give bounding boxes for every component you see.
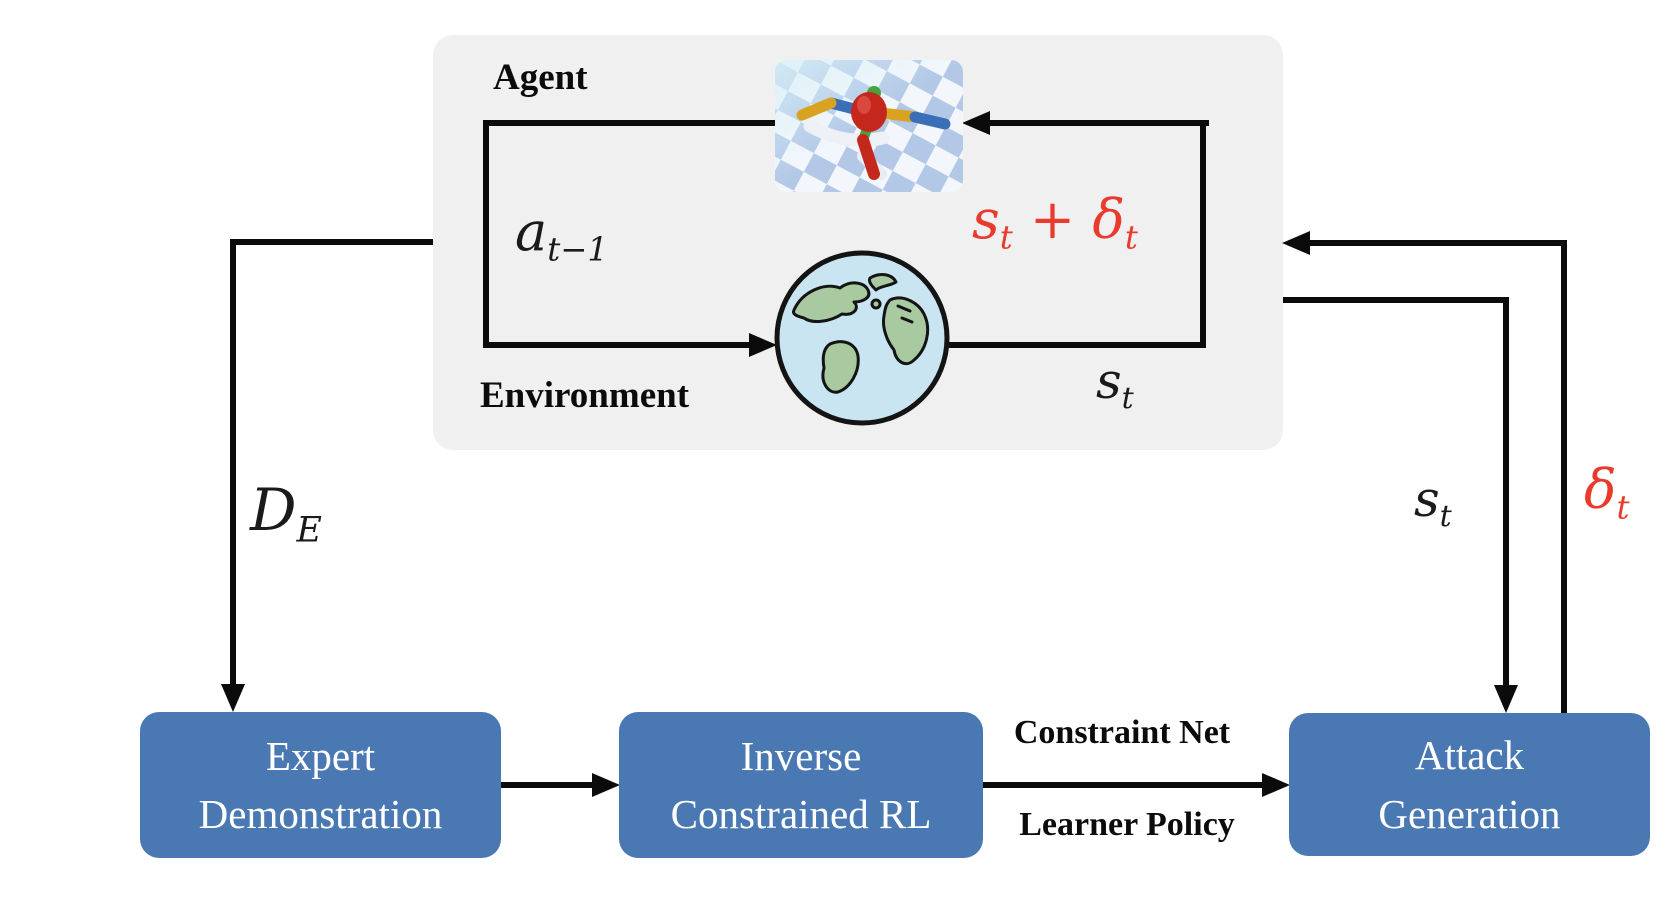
action-label: at−1 [515,200,608,269]
state-out-label: st [1414,470,1452,534]
delta-feedback-base: δ [1584,458,1617,521]
perturbed-state-label: st + δt [972,188,1138,257]
state-out-subscript: t [1439,498,1452,534]
constraint-net-label: Constraint Net [1013,714,1231,751]
perturbed-state-plus: + [1012,188,1093,251]
ant-robot-image [775,60,963,192]
state-out-base: s [1414,470,1440,528]
expert-data-arrowhead [221,684,245,712]
state-out-vertical-line [1503,297,1509,688]
learner-policy-label: Learner Policy [1019,806,1235,843]
delta-feedback-arrowhead [1282,231,1310,255]
expert-data-horizontal-line [230,239,433,245]
loop-arrowhead-into-agent [962,111,990,135]
perturbed-state-delta: δ [1092,188,1125,251]
inverse-constrained-rl-line2: Constrained RL [670,791,932,837]
expert-demonstration-box: Expert Demonstration [140,712,501,858]
expert-data-subscript: E [296,510,322,551]
loop-arrowhead-into-environment [749,333,777,357]
perturbed-state-s: s [972,188,1000,251]
action-subscript: t−1 [547,230,608,269]
environment-label: Environment [480,375,690,416]
expert-demonstration-line2: Demonstration [198,791,443,837]
delta-feedback-vertical-line [1561,240,1567,714]
state-inner-label: st [1096,352,1134,416]
state-out-horizontal-line [1283,297,1509,303]
earth-globe-icon [772,248,952,428]
expert-demonstration-line1: Expert [265,732,376,779]
loop-top-right-line [988,120,1209,126]
expert-to-icrl-line [501,782,593,788]
perturbed-state-s-subscript: t [999,218,1013,257]
expert-to-icrl-arrowhead [592,773,620,797]
delta-feedback-horizontal-line [1308,240,1567,246]
attack-generation-line1: Attack [1414,732,1525,779]
icrl-to-attack-line [983,782,1264,788]
agent-label: Agent [493,57,588,98]
attack-generation-line2: Generation [1378,790,1561,837]
expert-data-vertical-line [230,239,236,688]
loop-bottom-right-line [948,342,1206,348]
delta-feedback-subscript: t [1616,488,1630,527]
icrl-to-attack-arrowhead [1262,773,1290,797]
state-inner-subscript: t [1121,380,1134,416]
state-out-arrowhead [1494,685,1518,713]
loop-left-line [483,120,489,348]
state-inner-base: s [1096,352,1122,410]
expert-data-base: D [250,476,297,544]
expert-data-label: DE [250,476,322,550]
attack-generation-box: Attack Generation [1289,713,1650,856]
perturbed-state-delta-subscript: t [1124,218,1138,257]
loop-bottom-left-line [483,342,749,348]
action-base: a [515,200,548,263]
inverse-constrained-rl-line1: Inverse [740,732,862,779]
inverse-constrained-rl-box: Inverse Constrained RL [619,712,983,858]
delta-feedback-label: δt [1584,458,1630,527]
loop-right-line [1200,120,1206,348]
loop-top-left-line [486,120,775,126]
